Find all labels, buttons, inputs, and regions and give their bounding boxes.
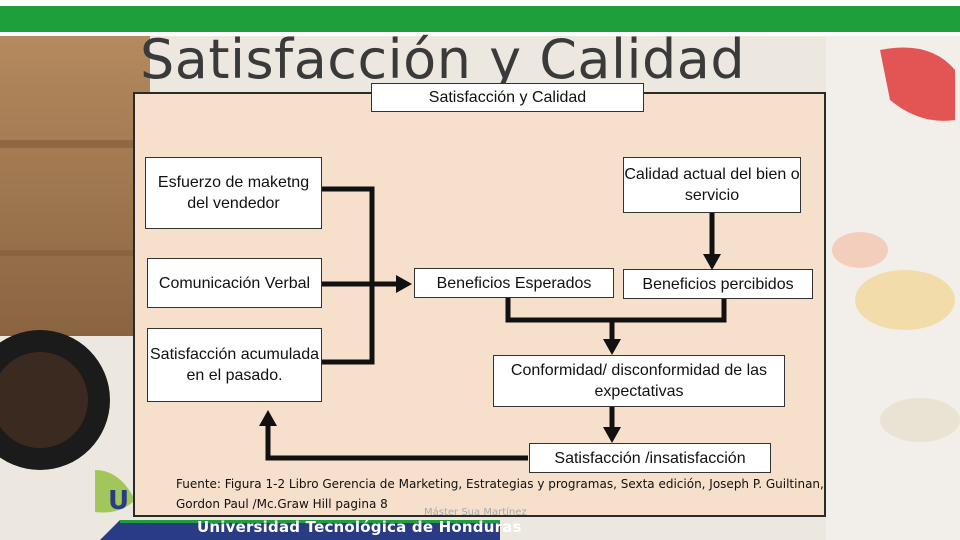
university-logo-icon: U	[108, 486, 130, 516]
top-bar	[0, 0, 960, 36]
author-watermark: Máster Sua Martínez	[424, 507, 527, 518]
footer-logo-band	[100, 520, 500, 540]
box-calidad-actual: Calidad actual del bien o servicio	[623, 157, 801, 213]
box-beneficios-percibidos: Beneficios percibidos	[623, 269, 813, 299]
box-esfuerzo-marketing: Esfuerzo de maketng del vendedor	[145, 157, 322, 229]
green-stripe	[0, 6, 960, 32]
box-satisfaccion-pasado: Satisfacción acumulada en el pasado.	[147, 328, 322, 402]
footer-institution: Universidad Tecnológica de Honduras	[197, 518, 522, 536]
slide-title: Satisfacción y Calidad	[140, 28, 746, 91]
box-comunicacion-verbal: Comunicación Verbal	[147, 258, 322, 308]
box-satisfaccion-resultado: Satisfacción /insatisfacción	[529, 443, 771, 473]
box-conformidad: Conformidad/ disconformidad de las expec…	[493, 355, 785, 407]
diagram-title-box: Satisfacción y Calidad	[371, 83, 644, 112]
source-citation: Fuente: Figura 1-2 Libro Gerencia de Mar…	[176, 477, 824, 511]
box-beneficios-esperados: Beneficios Esperados	[414, 268, 614, 298]
